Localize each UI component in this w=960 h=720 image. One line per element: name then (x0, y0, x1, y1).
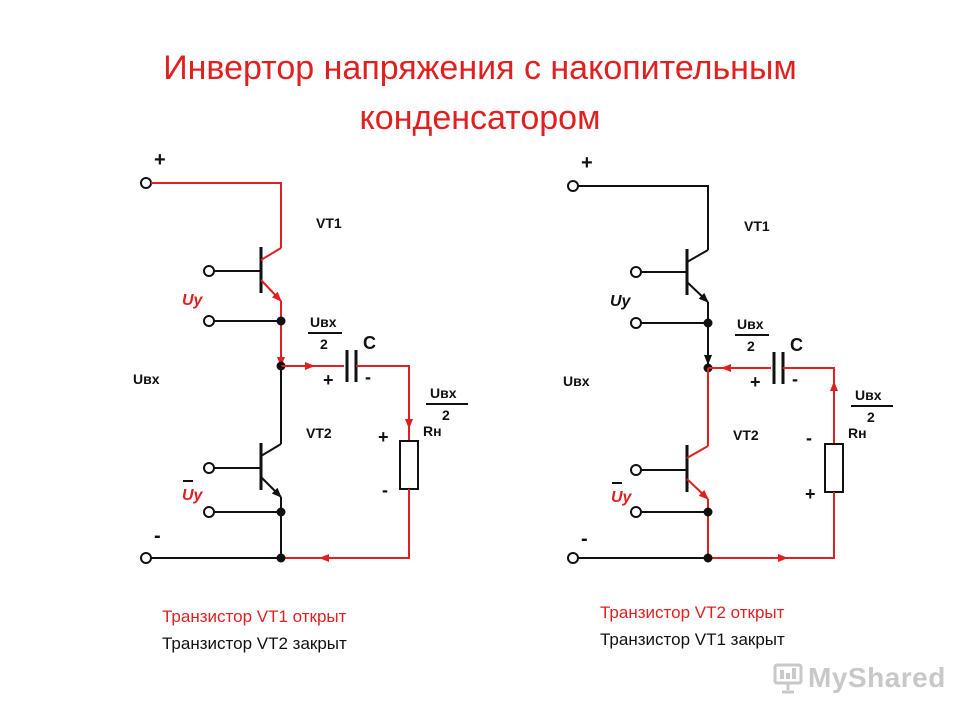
right-minus-terminal (567, 552, 579, 564)
right-load-resistor (824, 443, 844, 493)
right-rload-label: Rн (848, 425, 867, 441)
left-vt1-transistor (203, 247, 282, 302)
right-half-num: Uвх (737, 316, 764, 332)
left-uy-label: Uy (182, 292, 204, 309)
left-vt2-label: VT2 (306, 425, 332, 441)
right-plus-terminal (567, 180, 579, 192)
left-uy-return-terminal (203, 315, 215, 327)
right-vt2-transistor (630, 445, 709, 500)
left-plus-terminal (140, 177, 152, 189)
right-cap-label: C (790, 335, 803, 355)
right-circuit (567, 180, 893, 564)
right-plus-label: + (581, 152, 593, 174)
right-vt1-transistor (630, 249, 709, 303)
left-r-top-sign: + (378, 427, 389, 447)
right-cap-minus: - (792, 369, 798, 389)
right-minus-label: - (581, 528, 588, 550)
right-capacitor (772, 352, 785, 384)
left-vt2-transistor (203, 443, 282, 498)
left-half-num: Uвх (310, 314, 337, 330)
right-caption-line1: Транзистор VT2 открыт (600, 603, 785, 622)
left-load-resistor (399, 440, 419, 490)
slide-title-line2: конденсатором (359, 99, 601, 137)
watermark-text: MyShared (808, 662, 946, 693)
left-plus-label: + (154, 149, 166, 171)
right-rload-half-den: 2 (867, 409, 875, 425)
left-plus-wire (151, 182, 282, 248)
left-half-den: 2 (320, 336, 328, 352)
left-minus-terminal (140, 552, 152, 564)
left-cap-plus: + (323, 370, 334, 390)
slide-title-line1: Инвертор напряжения с накопительным (163, 49, 797, 87)
left-uy-bar-label: Uy (182, 487, 204, 504)
left-caption-line1: Транзистор VT1 открыт (162, 607, 347, 626)
left-rload-label: Rн (423, 423, 442, 439)
left-circuit-labels: + VT1 Uy Uвх 2 C Uвх + - Uвх 2 Rн VT2 + … (133, 149, 457, 547)
left-cap-label: C (363, 333, 376, 353)
right-rload-half-num: Uвх (855, 387, 882, 403)
left-caption-line2: Транзистор VT2 закрыт (162, 634, 347, 653)
left-minus-label: - (154, 525, 161, 547)
left-vt1-label: VT1 (316, 215, 342, 231)
watermark-logo: MyShared (772, 660, 945, 696)
left-rload-half-num: Uвх (430, 385, 457, 401)
right-uvx-label: Uвх (563, 373, 590, 389)
left-rload-half-den: 2 (442, 407, 450, 423)
right-r-bottom-sign: + (805, 484, 816, 504)
right-uy-label: Uy (610, 293, 632, 310)
right-vt2-label: VT2 (733, 427, 759, 443)
presentation-board-icon (773, 663, 803, 694)
right-uy-bar-label: Uy (611, 489, 633, 506)
left-r-bottom-sign: - (382, 480, 388, 500)
right-caption-line2: Транзистор VT1 закрыт (600, 630, 785, 649)
right-circuit-labels: + VT1 Uy Uвх 2 C Uвх + - Uвх 2 Rн VT2 - … (563, 152, 882, 550)
right-cap-plus: + (750, 372, 761, 392)
right-r-top-sign: - (806, 428, 812, 448)
left-circuit (140, 177, 468, 564)
right-half-den: 2 (747, 338, 755, 354)
right-vt1-label: VT1 (744, 218, 770, 234)
left-cap-minus: - (365, 367, 371, 387)
left-capacitor (345, 350, 358, 382)
left-uvx-label: Uвх (133, 371, 160, 387)
